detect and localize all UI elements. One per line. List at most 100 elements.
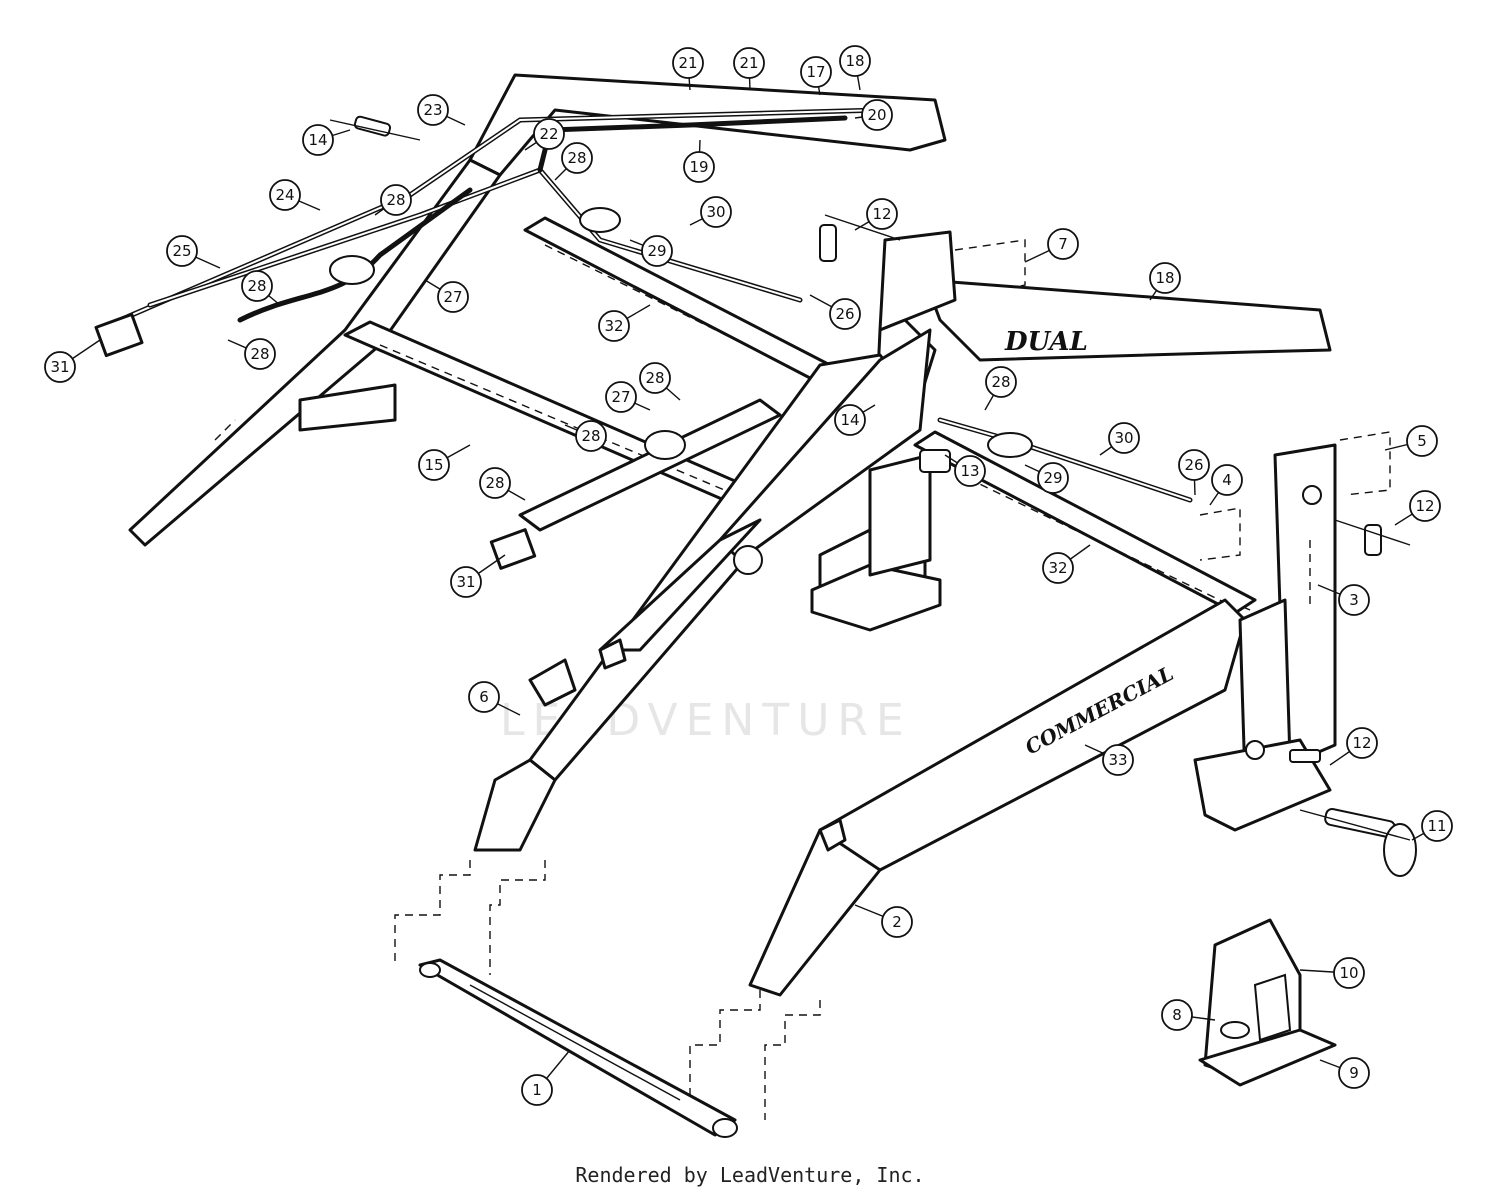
callout-label: 10 [1339,964,1358,982]
valve-31-right [489,528,537,570]
pins-and-fasteners [329,115,1417,877]
callout-29: 29 [629,235,673,267]
callout-31: 31 [44,339,101,383]
callout-19: 19 [683,139,715,183]
callout-label: 22 [539,125,558,143]
lower-leg-2 [748,818,882,997]
callout-4: 4 [1209,464,1243,506]
cross-tube-15 [298,320,792,522]
footer-credit: Rendered by LeadVenture, Inc. [575,1163,925,1187]
callout-bubble [1042,552,1074,584]
callout-label: 33 [1108,751,1127,769]
callout-32: 32 [1042,544,1091,584]
callout-label: 30 [1114,429,1133,447]
callout-bubble [1409,490,1441,522]
callout-label: 28 [485,474,504,492]
callout-label: 26 [1184,456,1203,474]
callout-label: 5 [1417,432,1427,450]
callout-10: 10 [1299,957,1365,989]
callout-28: 28 [479,467,526,501]
callout-label: 14 [308,131,327,149]
callout-bubble [1178,449,1210,481]
callout-bubble [881,906,913,938]
callout-label: 27 [443,288,462,306]
callout-28: 28 [227,338,276,370]
callout-label: 21 [678,54,697,72]
callout-label: 27 [611,388,630,406]
callout-label: 19 [689,158,708,176]
callout-bubble [733,47,765,79]
callout-bubble [861,99,893,131]
callout-label: 8 [1172,1006,1182,1024]
callout-label: 25 [172,242,191,260]
callout-label: 21 [739,54,758,72]
callout-label: 28 [567,149,586,167]
callout-bubble [829,298,861,330]
callout-bubble [954,455,986,487]
callout-28: 28 [374,184,412,216]
callout-9: 9 [1319,1057,1370,1089]
callout-bubble [450,566,482,598]
cross-tube-lower-32 [913,430,1257,615]
callout-label: 14 [840,411,859,429]
callout-bubble [244,338,276,370]
callout-label: 31 [456,573,475,591]
callout-label: 29 [647,242,666,260]
callout-32: 32 [598,304,651,342]
center-mount-bracket [810,453,942,632]
callout-label: 1 [532,1081,542,1099]
callout-bubble [302,124,334,156]
callout-label: 28 [386,191,405,209]
hydraulic-cylinder-27 [518,398,782,532]
callout-bubble [437,281,469,313]
callout-label: 17 [806,63,825,81]
callout-bubble [641,235,673,267]
callout-label: 28 [581,427,600,445]
callout-label: 6 [479,688,489,706]
callout-label: 12 [872,205,891,223]
callout-bubble [605,381,637,413]
callout-18: 18 [839,45,871,91]
callout-bubble [1421,810,1453,842]
callout-label: 2 [892,913,902,931]
callout-bubble [417,94,449,126]
callout-bubble [1047,228,1079,260]
callout-28: 28 [564,420,607,452]
callout-26: 26 [809,294,861,330]
callout-bubble [418,449,450,481]
main-loader-arm-left [473,328,932,852]
callout-label: 23 [423,101,442,119]
callout-25: 25 [166,235,221,269]
callout-bubble [561,142,593,174]
callout-27: 27 [605,381,651,413]
callout-label: 28 [645,369,664,387]
callout-bubble [800,56,832,88]
callout-14: 14 [302,124,351,156]
callout-bubble [533,118,565,150]
callout-15: 15 [418,444,471,481]
mount-bracket-assembly [1198,918,1337,1087]
callout-label: 30 [706,203,725,221]
callout-label: 31 [50,358,69,376]
callout-bubble [700,196,732,228]
callout-7: 7 [1024,228,1079,263]
callout-label: 11 [1427,817,1446,835]
callout-30: 30 [689,196,732,228]
callout-23: 23 [417,94,466,126]
callout-bubble [1333,957,1365,989]
callout-33: 33 [1084,744,1134,776]
callout-bubble [468,681,500,713]
callout-label: 7 [1058,235,1068,253]
callout-2: 2 [854,904,913,938]
callout-18: 18 [1149,262,1181,301]
callout-bubble [1037,462,1069,494]
callout-bubble [639,362,671,394]
callout-29: 29 [1024,462,1069,494]
callout-28: 28 [639,362,681,401]
callout-1: 1 [521,1049,571,1106]
callout-21: 21 [733,47,765,91]
callout-label: 24 [275,186,294,204]
callout-6: 6 [468,681,521,716]
callout-8: 8 [1161,999,1216,1031]
callout-label: 9 [1349,1064,1359,1082]
